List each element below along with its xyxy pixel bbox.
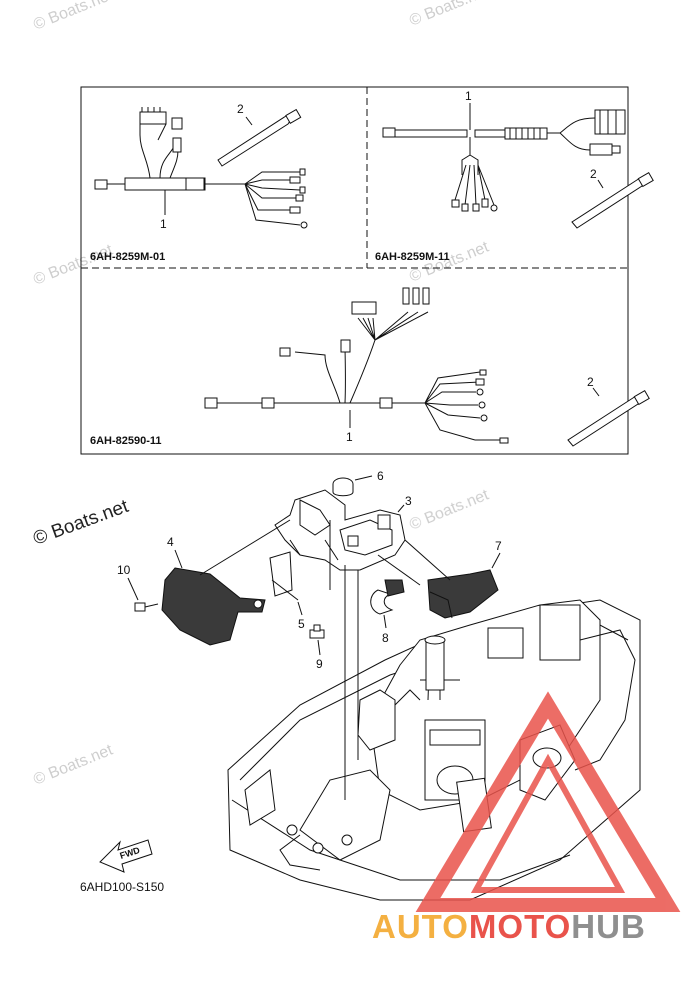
panel-code: 6AH-8259M-11: [375, 251, 450, 263]
brand-part-hub: HUB: [571, 908, 646, 945]
clamp-8: [370, 579, 405, 615]
watermark: © Boats.net: [31, 241, 116, 288]
callout-7: 7: [495, 539, 502, 553]
leader-line: [592, 387, 600, 397]
watermark: © Boats.net: [407, 486, 492, 533]
leader-line: [245, 116, 253, 126]
cover-4: [161, 567, 266, 646]
bracket-3: [274, 489, 406, 571]
box-frame: [80, 86, 629, 455]
watermark: © Boats.net: [31, 0, 116, 34]
callout-2: 2: [237, 102, 244, 116]
watermark: © Boats.net: [31, 741, 116, 788]
callout-2: 2: [590, 167, 597, 181]
fwd-arrow-icon: FWD: [99, 839, 153, 873]
callout-3: 3: [405, 494, 412, 508]
cable-tie-01: [217, 108, 302, 167]
callout-5: 5: [298, 617, 305, 631]
brand-name: AUTOMOTOHUB: [372, 908, 646, 945]
leader-line: [597, 179, 604, 189]
install-lines: [199, 519, 451, 800]
engine-block: [227, 599, 641, 901]
panel-code: 6AH-82590-11: [90, 435, 162, 447]
callout-1: 1: [160, 217, 167, 231]
wire-harness-01: [94, 107, 308, 229]
callout-8: 8: [382, 631, 389, 645]
bolt-9: [309, 624, 325, 639]
brand-part-moto: MOTO: [469, 908, 571, 945]
cable-tie-11: [571, 171, 654, 229]
warning-triangle-icon: [415, 691, 681, 912]
callout-1: 1: [346, 430, 353, 444]
wire-harness-82590: [204, 287, 509, 444]
watermark-large: © Boats.net: [31, 496, 132, 550]
diagram-code: 6AHD100-S150: [80, 880, 164, 894]
wire-harness-11: [382, 109, 626, 212]
callout-9: 9: [316, 657, 323, 671]
cover-7: [427, 569, 499, 619]
callout-2: 2: [587, 375, 594, 389]
brand-logo: AUTOMOTOHUB: [372, 691, 681, 945]
grommet-6: [332, 477, 354, 497]
watermark: © Boats.net: [407, 0, 492, 30]
callout-1: 1: [465, 89, 472, 103]
bracket-assembly: 6 3 5 9 4: [117, 469, 502, 800]
callout-6: 6: [377, 469, 384, 483]
harness-variants-box: 1 2 6AH-8259M-01: [80, 86, 654, 455]
panel-code: 6AH-8259M-01: [90, 251, 165, 263]
screw-10: [134, 602, 159, 612]
plate-5: [269, 551, 299, 601]
brand-part-auto: AUTO: [372, 908, 469, 945]
cable-tie-82590: [567, 389, 650, 447]
callout-10: 10: [117, 563, 131, 577]
callout-4: 4: [167, 535, 174, 549]
